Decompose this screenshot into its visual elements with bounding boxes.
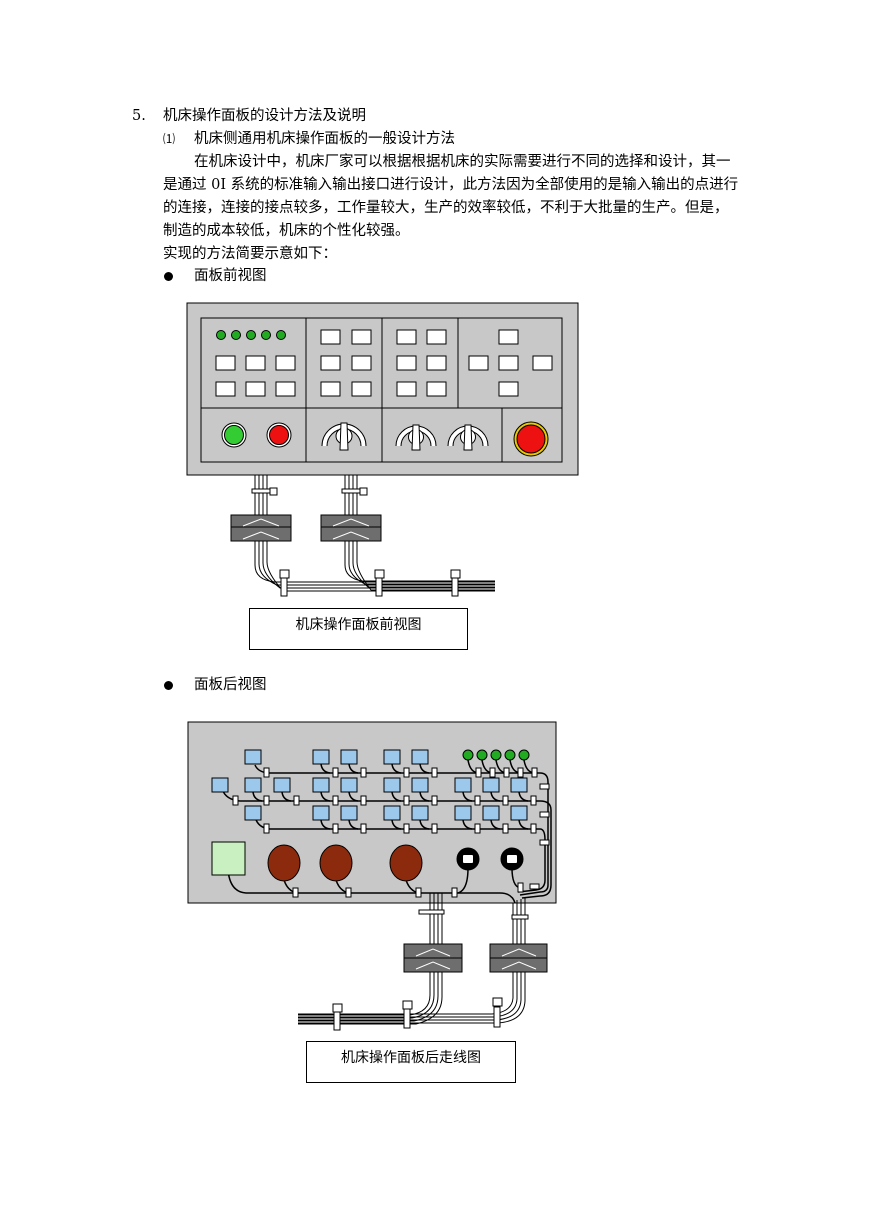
section-number: 5. <box>132 108 146 124</box>
led-indicator <box>261 330 271 340</box>
paragraph-line: 的连接，连接的接点较多，工作量较大，生产的效率较低，不利于大批量的生产。但是， <box>163 200 729 216</box>
key-button <box>320 355 341 371</box>
key-button <box>396 381 417 397</box>
key-button <box>245 355 266 371</box>
subsection-title: 机床侧通用机床操作面板的一般设计方法 <box>194 131 455 147</box>
key-button <box>498 381 519 397</box>
key-button <box>532 355 553 371</box>
key-button <box>426 355 447 371</box>
key-button <box>468 355 489 371</box>
rear-figure-caption: 机床操作面板后走线图 <box>306 1041 516 1083</box>
subsection-number: ⑴ <box>163 132 176 146</box>
rotary-knob <box>447 424 489 451</box>
key-button <box>245 381 266 397</box>
key-button <box>320 381 341 397</box>
key-button <box>275 381 296 397</box>
bullet-dot <box>164 681 173 690</box>
key-button <box>498 355 519 371</box>
key-button <box>498 329 519 345</box>
key-button <box>215 355 236 371</box>
key-button <box>215 381 236 397</box>
key-button <box>320 329 341 345</box>
key-button <box>351 355 372 371</box>
key-button <box>396 329 417 345</box>
key-button <box>426 329 447 345</box>
rotary-knob <box>395 424 437 451</box>
frame-block <box>381 317 459 409</box>
rotary-knob <box>321 422 367 451</box>
led-indicator <box>216 330 226 340</box>
led-indicator <box>276 330 286 340</box>
bullet-dot <box>164 272 173 281</box>
paragraph-line: 制造的成本较低，机床的个性化较强。 <box>163 223 410 239</box>
cable-connector <box>320 514 382 542</box>
key-button <box>396 355 417 371</box>
led-row <box>216 330 286 340</box>
led-indicator <box>231 330 241 340</box>
paragraph-line: 是通过 0I 系统的标准输入输出接口进行设计，此方法因为全部使用的是输入输出的点… <box>163 177 739 193</box>
bullet-label-front: 面板前视图 <box>194 268 267 284</box>
section-title: 机床操作面板的设计方法及说明 <box>163 108 366 124</box>
led-indicator <box>246 330 256 340</box>
front-figure-caption: 机床操作面板前视图 <box>249 608 468 650</box>
paragraph-line: 在机床设计中，机床厂家可以根据根据机床的实际需要进行不同的选择和设计，其一 <box>194 154 731 170</box>
key-button <box>351 329 372 345</box>
key-button <box>275 355 296 371</box>
intro-line: 实现的方法简要示意如下： <box>163 246 337 262</box>
key-button <box>351 381 372 397</box>
bullet-label-rear: 面板后视图 <box>194 677 267 693</box>
key-button <box>426 381 447 397</box>
cable-connector <box>230 514 292 542</box>
